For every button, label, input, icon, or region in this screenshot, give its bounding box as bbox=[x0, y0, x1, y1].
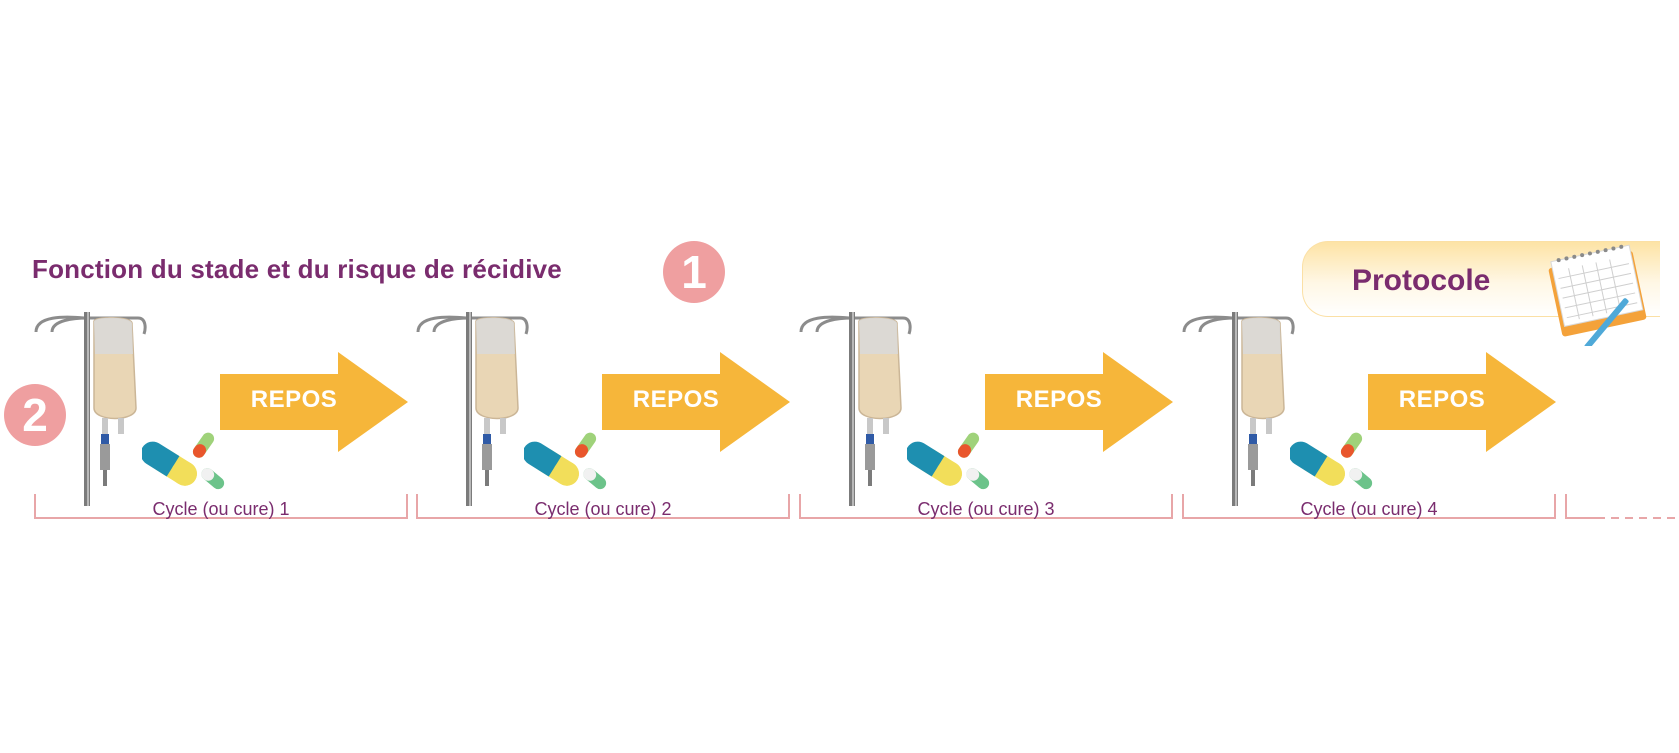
pills-icon bbox=[142, 432, 225, 490]
rest-label: REPOS bbox=[1015, 386, 1103, 413]
cycle-1: REPOS Cycle (ou cure) 1 bbox=[34, 310, 414, 530]
iv-drip-icon bbox=[416, 312, 529, 506]
cycle-label: Cycle (ou cure) 4 bbox=[1300, 499, 1438, 519]
cycle-bracket bbox=[799, 494, 1173, 519]
cycle-bracket bbox=[34, 494, 408, 519]
cycle-label: Cycle (ou cure) 2 bbox=[534, 499, 672, 519]
rest-label: REPOS bbox=[632, 386, 720, 413]
pills-icon bbox=[524, 432, 607, 490]
iv-drip-icon bbox=[799, 312, 912, 506]
step-badge-2: 2 bbox=[4, 384, 66, 446]
pills-icon bbox=[1290, 432, 1373, 490]
cycle-label: Cycle (ou cure) 3 bbox=[917, 499, 1055, 519]
cycle-3: REPOS Cycle (ou cure) 3 bbox=[799, 310, 1179, 530]
calendar-icon bbox=[1548, 244, 1647, 346]
arrow-right-icon bbox=[1368, 352, 1556, 452]
rest-label: REPOS bbox=[1398, 386, 1486, 413]
continuation-bracket bbox=[1565, 494, 1677, 519]
cycle-bracket bbox=[1182, 494, 1556, 519]
rest-label: REPOS bbox=[250, 386, 338, 413]
cycle-2: REPOS Cycle (ou cure) 2 bbox=[416, 310, 796, 530]
iv-drip-icon bbox=[1182, 312, 1295, 506]
cycle-label: Cycle (ou cure) 1 bbox=[152, 499, 290, 519]
arrow-right-icon bbox=[602, 352, 790, 452]
iv-drip-icon bbox=[34, 312, 147, 506]
diagram-title: Fonction du stade et du risque de récidi… bbox=[32, 254, 562, 284]
cycle-4: REPOS Cycle (ou cure) 4 bbox=[1182, 310, 1562, 530]
arrow-right-icon bbox=[220, 352, 408, 452]
pills-icon bbox=[907, 432, 990, 490]
arrow-right-icon bbox=[985, 352, 1173, 452]
cycle-bracket bbox=[416, 494, 790, 519]
protocol-label: Protocole bbox=[1352, 264, 1491, 297]
step-badge-1: 1 bbox=[663, 241, 725, 303]
